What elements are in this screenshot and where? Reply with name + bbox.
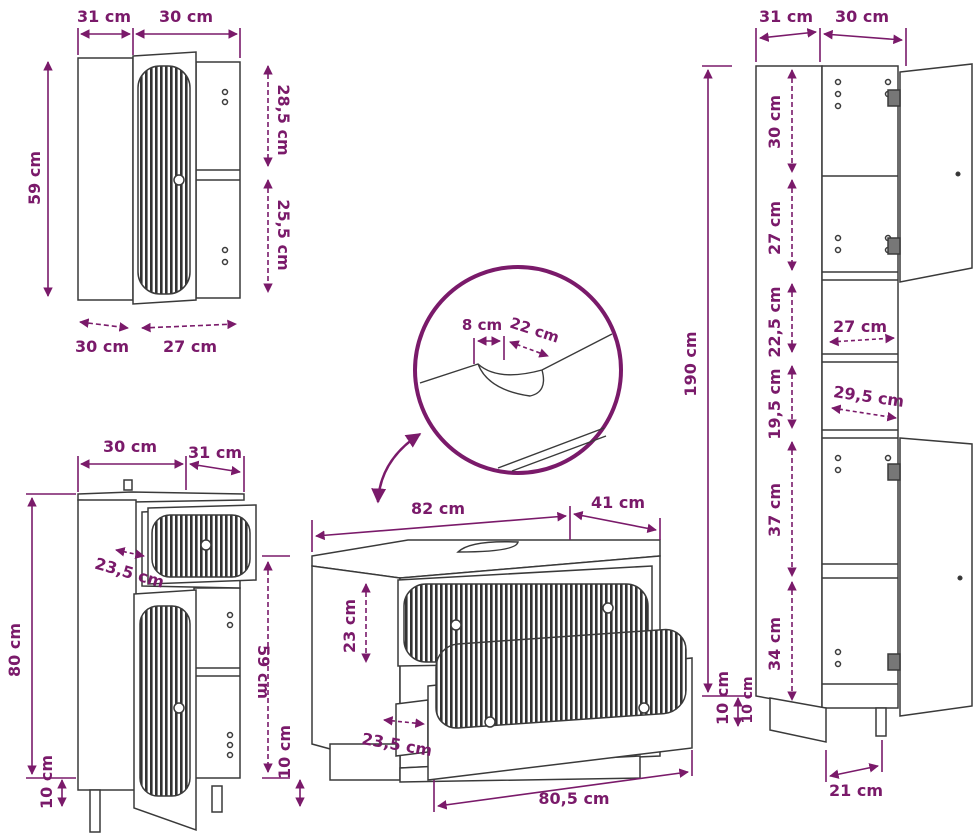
detail-pointer-arrow (371, 432, 422, 504)
floor-cabinet-drawer-knob (200, 539, 212, 551)
tall-leg-height-side-label: 10 cm (740, 676, 756, 723)
tall-shelf-6-label: 34 cm (765, 617, 784, 671)
tall-cabinet-plinth (769, 697, 827, 743)
wall-cabinet-slat-panel (137, 65, 191, 295)
vanity-sink-cutout (456, 540, 519, 553)
floor-cabinet-dimension-lines (26, 456, 305, 807)
tall-door-upper-knob (955, 171, 961, 177)
floor-cabinet-leg-right (211, 785, 223, 813)
vanity-bottom-drawer-knob-left (484, 716, 496, 728)
tall-hinge-3 (887, 463, 901, 481)
vanity-depth-label: 41 cm (591, 493, 645, 512)
detail-cutout-width-label: 8 cm (462, 316, 502, 334)
tall-leg-height-label: 10 cm (713, 671, 732, 725)
tall-cabinet-interior (821, 65, 899, 709)
floor-leg-height-right-label: 10 cm (275, 725, 294, 779)
floor-width-label: 30 cm (103, 437, 157, 456)
wall-shelf-bottom-label: 25,5 cm (274, 199, 293, 270)
wall-cabinet (77, 51, 241, 305)
tall-width-label: 30 cm (835, 7, 889, 26)
floor-leg-height-left-label: 10 cm (37, 755, 56, 809)
tall-cabinet-door-lower (899, 437, 973, 717)
floor-cabinet-door-knob (173, 702, 185, 714)
tall-hinge-1 (887, 89, 901, 107)
vanity-bottom-drawer-knob-right (638, 702, 650, 714)
tall-shelf-2-label: 27 cm (765, 201, 784, 255)
tall-shelf-3-label: 22,5 cm (765, 286, 784, 357)
vanity-dimension-lines (311, 506, 693, 812)
wall-shelf-top-label: 28,5 cm (274, 84, 293, 155)
tall-cabinet-dimension-lines (702, 28, 907, 782)
floor-body-height-label: 59 cm (254, 645, 273, 699)
tall-inner-width-label: 27 cm (833, 317, 887, 336)
detail-magnifier-circle (413, 265, 623, 475)
wall-cabinet-dimension-lines (43, 28, 273, 333)
vanity-drawer-height-label: 23 cm (340, 599, 359, 653)
wall-height-label: 59 cm (25, 151, 44, 205)
tall-shelf-1-label: 30 cm (765, 95, 784, 149)
vanity-top-drawer-knob-left (450, 619, 462, 631)
tall-depth-label: 31 cm (759, 7, 813, 26)
vanity-width-label: 82 cm (411, 499, 465, 518)
floor-cabinet-side (77, 499, 137, 791)
wall-cabinet-side (77, 57, 134, 301)
tall-cabinet-leg (875, 707, 887, 737)
floor-cabinet-interior (193, 587, 241, 779)
floor-cabinet (77, 479, 257, 833)
floor-height-label: 80 cm (5, 623, 24, 677)
tall-hinge-4 (887, 653, 901, 671)
tall-height-label: 190 cm (681, 331, 700, 396)
floor-depth-label: 31 cm (188, 443, 242, 462)
tall-shelf-5-label: 37 cm (765, 483, 784, 537)
tall-hinge-2 (887, 237, 901, 255)
wall-depth-top-label: 31 cm (77, 7, 131, 26)
wall-depth-bottom-label: 30 cm (75, 337, 129, 356)
wall-cabinet-knob (173, 174, 185, 186)
sink-cutout-detail: 8 cm 22 cm (371, 265, 623, 504)
tall-cabinet-door-upper (899, 63, 973, 283)
floor-cabinet-door-slats (139, 605, 191, 797)
floor-cabinet-leg-left (89, 789, 101, 833)
tall-shelf-4-label: 19,5 cm (765, 368, 784, 439)
wall-inner-width-label: 27 cm (163, 337, 217, 356)
vanity-bottom-width-label: 80,5 cm (538, 789, 609, 808)
vanity-bottom-drawer-slats (435, 628, 687, 729)
floor-cabinet-clip (123, 479, 133, 491)
tall-door-lower-knob (957, 575, 963, 581)
tall-base-width-label: 21 cm (829, 781, 883, 800)
vanity-top-drawer-knob-right (602, 602, 614, 614)
wall-width-top-label: 30 cm (159, 7, 213, 26)
vanity-plinth-left (329, 743, 401, 781)
tall-cabinet (755, 63, 973, 743)
vanity-unit (311, 539, 693, 783)
